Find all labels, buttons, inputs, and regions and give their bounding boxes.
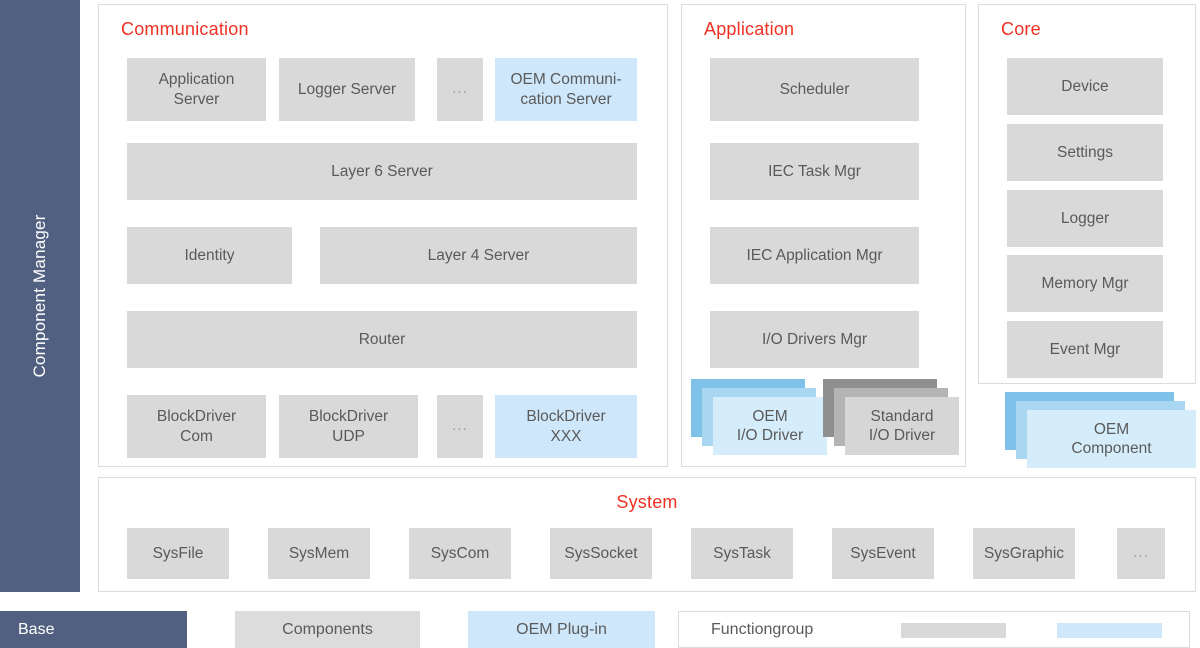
component-manager-band: Component Manager (0, 0, 80, 592)
panel-title-system: System (616, 492, 678, 512)
legend-swatch-component (901, 623, 1006, 638)
component-blockdriver-com[interactable]: BlockDriver Com (127, 395, 266, 458)
component-oem-communication-server-line1: OEM Communi- (510, 71, 622, 89)
component-iec-task-mgr[interactable]: IEC Task Mgr (710, 143, 919, 200)
component-dots-servers: ... (437, 58, 483, 121)
component-systask[interactable]: SysTask (691, 528, 793, 579)
stack-oem-component-layer-front[interactable]: OEM Component (1027, 410, 1196, 468)
component-blockdriver-udp-line1: BlockDriver (308, 408, 389, 426)
stack-standard-io-driver[interactable]: Standard I/O Driver (823, 379, 959, 455)
component-oem-communication-server[interactable]: OEM Communi- cation Server (495, 58, 637, 121)
component-io-drivers-mgr[interactable]: I/O Drivers Mgr (710, 311, 919, 368)
stack-oem-io-driver[interactable]: OEM I/O Driver (691, 379, 827, 455)
component-dots-system: ... (1117, 528, 1165, 579)
component-memory-mgr[interactable]: Memory Mgr (1007, 255, 1163, 312)
stack-oem-component-line2: Component (1071, 440, 1152, 457)
component-blockdriver-xxx-line2: XXX (550, 427, 582, 445)
component-identity[interactable]: Identity (127, 227, 292, 284)
component-blockdriver-com-line1: BlockDriver (156, 408, 237, 426)
stack-oem-component[interactable]: OEM Component (1005, 392, 1196, 468)
component-iec-application-mgr[interactable]: IEC Application Mgr (710, 227, 919, 284)
component-logger[interactable]: Logger (1007, 190, 1163, 247)
component-sysfile[interactable]: SysFile (127, 528, 229, 579)
component-dots-blockdrivers: ... (437, 395, 483, 458)
component-blockdriver-xxx[interactable]: BlockDriver XXX (495, 395, 637, 458)
component-syssocket[interactable]: SysSocket (550, 528, 652, 579)
stack-standard-io-driver-layer-front[interactable]: Standard I/O Driver (845, 397, 959, 455)
stack-oem-io-driver-line1: OEM (752, 407, 788, 425)
panel-communication: Communication Application Server Logger … (98, 4, 668, 467)
component-blockdriver-com-line2: Com (180, 427, 213, 445)
stack-standard-io-driver-line2: I/O Driver (868, 427, 936, 444)
component-router[interactable]: Router (127, 311, 637, 368)
component-settings[interactable]: Settings (1007, 124, 1163, 181)
component-sysevent[interactable]: SysEvent (832, 528, 934, 579)
stack-standard-io-driver-line1: Standard (870, 407, 934, 425)
component-application-server[interactable]: Application Server (127, 58, 266, 121)
legend-components: Components (235, 611, 420, 648)
panel-system: System SysFile SysMem SysCom SysSocket S… (98, 477, 1196, 592)
legend-functiongroup: Functiongroup (678, 611, 1190, 648)
panel-title-core: Core (1001, 19, 1041, 39)
stack-oem-component-line1: OEM (1093, 420, 1130, 438)
component-blockdriver-udp-line2: UDP (332, 427, 365, 445)
component-layer4-server[interactable]: Layer 4 Server (320, 227, 637, 284)
legend-swatch-oem (1057, 623, 1162, 638)
component-oem-communication-server-line2: cation Server (520, 90, 612, 108)
panel-title-application: Application (704, 19, 795, 39)
legend-base: Base (0, 611, 187, 648)
component-blockdriver-udp[interactable]: BlockDriver UDP (279, 395, 418, 458)
stack-oem-io-driver-line2: I/O Driver (736, 427, 804, 444)
component-syscom[interactable]: SysCom (409, 528, 511, 579)
stack-oem-io-driver-layer-front[interactable]: OEM I/O Driver (713, 397, 827, 455)
component-scheduler[interactable]: Scheduler (710, 58, 919, 121)
component-sysmem[interactable]: SysMem (268, 528, 370, 579)
component-logger-server[interactable]: Logger Server (279, 58, 415, 121)
panel-core: Core Device Settings Logger Memory Mgr E… (978, 4, 1196, 384)
component-application-server-line2: Server (173, 90, 220, 108)
component-layer6-server[interactable]: Layer 6 Server (127, 143, 637, 200)
component-device[interactable]: Device (1007, 58, 1163, 115)
component-application-server-line1: Application (158, 71, 235, 89)
component-sysgraphic[interactable]: SysGraphic (973, 528, 1075, 579)
legend-functiongroup-label: Functiongroup (711, 620, 814, 638)
legend-oem-plugin: OEM Plug-in (468, 611, 655, 648)
panel-title-communication: Communication (121, 19, 249, 39)
component-event-mgr[interactable]: Event Mgr (1007, 321, 1163, 378)
component-manager-label: Component Manager (30, 214, 49, 378)
component-blockdriver-xxx-line1: BlockDriver (526, 408, 606, 426)
